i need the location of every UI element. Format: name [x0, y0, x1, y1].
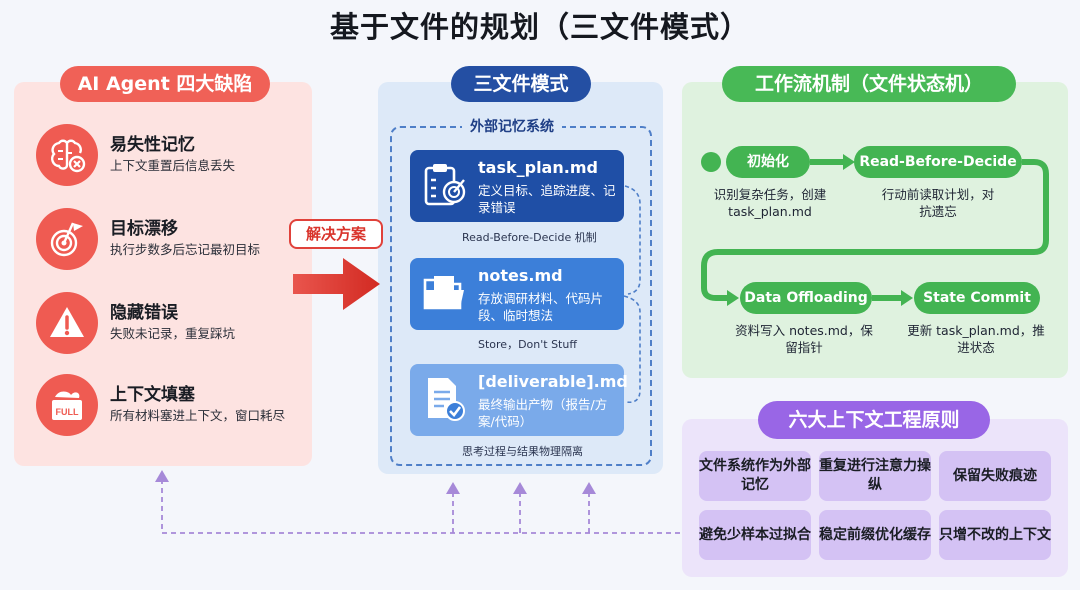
workflow-caption: 行动前读取计划，对抗遗忘	[881, 187, 995, 219]
defect-desc: 执行步数多后忘记最初目标	[110, 242, 261, 257]
card-desc: 最终输出产物（报告/方案/代码）	[478, 397, 608, 429]
defect-item: 隐藏错误 失败未记录，重复踩坑	[36, 292, 306, 362]
workflow-node: Read-Before-Decide	[854, 146, 1022, 178]
external-memory-label: 外部记忆系统	[462, 116, 562, 136]
defect-title: 目标漂移	[110, 219, 178, 239]
clipboard-target-icon	[424, 164, 466, 206]
card-caption: 思考过程与结果物理隔离	[462, 445, 583, 458]
principle-box: 文件系统作为外部记忆	[699, 451, 811, 501]
card-caption: Store，Don't Stuff	[478, 338, 577, 351]
page-title: 基于文件的规划（三文件模式）	[329, 10, 750, 44]
defects-header: AI Agent 四大缺陷	[60, 66, 270, 102]
brain-icon	[36, 124, 98, 186]
principle-box: 重复进行注意力操纵	[819, 451, 931, 501]
document-check-icon	[428, 378, 465, 421]
workflow-caption: 识别复杂任务，创建 task_plan.md	[713, 187, 827, 219]
defect-title: 隐藏错误	[110, 303, 178, 323]
principles-header: 六大上下文工程原则	[758, 401, 990, 439]
workflow-header: 工作流机制（文件状态机）	[722, 66, 1016, 102]
defect-item: 易失性记忆 上下文重置后信息丢失	[36, 124, 306, 194]
full-box-icon: FULL	[36, 374, 98, 436]
card-caption: Read-Before-Decide 机制	[462, 231, 597, 244]
defect-title: 上下文填塞	[110, 385, 195, 405]
defect-desc: 所有材料塞进上下文，窗口耗尽	[110, 408, 286, 423]
workflow-node: Data Offloading	[740, 282, 872, 314]
three-file-header: 三文件模式	[451, 66, 591, 102]
card-desc: 定义目标、追踪进度、记录错误	[478, 183, 616, 215]
defect-item: FULL 上下文填塞 所有材料塞进上下文，窗口耗尽	[36, 374, 306, 444]
workflow-node: State Commit	[914, 282, 1040, 314]
principle-box: 只增不改的上下文	[939, 510, 1051, 560]
principle-box: 稳定前缀优化缓存	[819, 510, 931, 560]
target-flag-icon	[36, 208, 98, 270]
workflow-node: 初始化	[726, 146, 810, 178]
task-plan-card: task_plan.md 定义目标、追踪进度、记录错误	[410, 150, 624, 222]
card-title: task_plan.md	[478, 158, 598, 177]
notes-card: notes.md 存放调研材料、代码片段、临时想法	[410, 258, 624, 330]
card-desc: 存放调研材料、代码片段、临时想法	[478, 291, 604, 323]
defect-desc: 上下文重置后信息丢失	[110, 158, 236, 173]
workflow-caption: 资料写入 notes.md，保留指针	[735, 323, 873, 355]
defect-item: 目标漂移 执行步数多后忘记最初目标	[36, 208, 306, 278]
svg-text:FULL: FULL	[56, 407, 79, 417]
defect-desc: 失败未记录，重复踩坑	[110, 326, 236, 341]
folder-icon	[423, 276, 464, 310]
warning-icon	[36, 292, 98, 354]
defect-title: 易失性记忆	[110, 135, 195, 155]
card-title: notes.md	[478, 266, 563, 285]
solution-label: 解决方案	[289, 219, 383, 249]
workflow-caption: 更新 task_plan.md，推进状态	[907, 323, 1045, 355]
deliverable-card: [deliverable].md 最终输出产物（报告/方案/代码）	[410, 364, 628, 436]
principle-box: 避免少样本过拟合	[699, 510, 811, 560]
principle-box: 保留失败痕迹	[939, 451, 1051, 501]
card-title: [deliverable].md	[478, 372, 628, 391]
